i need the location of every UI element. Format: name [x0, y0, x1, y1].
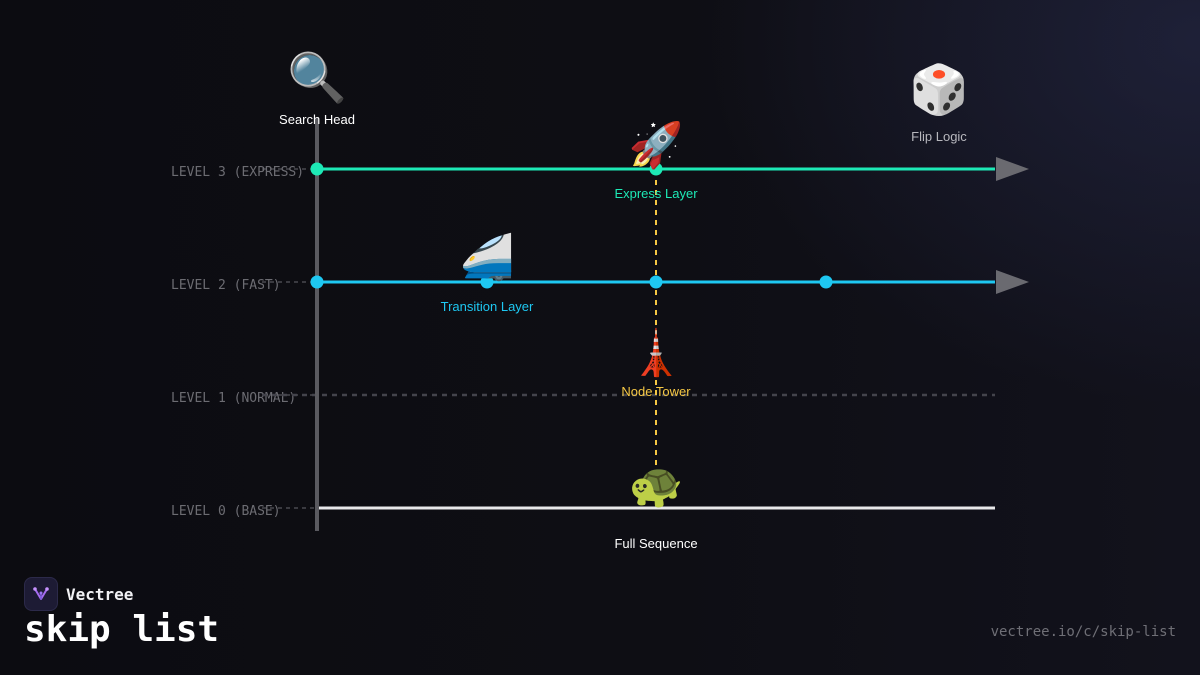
flip-logic: 🎲 Flip Logic [909, 62, 969, 144]
nodes-layer [310, 162, 833, 289]
level-3-label: LEVEL 3 (EXPRESS) [171, 165, 304, 180]
full-sequence-annotation: 🐢 Full Sequence [614, 460, 697, 551]
tower-icon: 🗼 [629, 326, 684, 379]
level-2-label: LEVEL 2 (FAST) [171, 278, 281, 293]
express-layer-label: Express Layer [614, 186, 698, 201]
transition-layer-annotation: 🚄 Transition Layer [441, 232, 534, 314]
level-1-label: LEVEL 1 (NORMAL) [171, 391, 296, 406]
level-3-node [310, 162, 324, 176]
level-2-arrow-icon [996, 270, 1029, 294]
node-tower-annotation: 🗼 Node Tower [621, 326, 691, 399]
flip-logic-label: Flip Logic [911, 129, 967, 144]
bullet-train-icon: 🚄 [460, 232, 515, 283]
level-2-node [480, 275, 494, 289]
express-layer-annotation: 🚀 Express Layer [614, 120, 698, 201]
dice-icon: 🎲 [909, 62, 969, 118]
page-title: skip list [24, 609, 220, 650]
magnifier-icon: 🔍 [287, 47, 347, 106]
node-tower-label: Node Tower [621, 384, 691, 399]
level-3-arrow-icon [996, 157, 1029, 181]
level-2-node [649, 275, 663, 289]
search-head-label: Search Head [279, 112, 355, 127]
level-0-label: LEVEL 0 (BASE) [171, 504, 281, 519]
transition-layer-label: Transition Layer [441, 299, 534, 314]
search-head: 🔍 Search Head [279, 47, 355, 127]
full-sequence-label: Full Sequence [614, 536, 697, 551]
brand[interactable]: Vectree [24, 577, 133, 611]
source-url[interactable]: vectree.io/c/skip-list [990, 624, 1176, 640]
level-2-node [819, 275, 833, 289]
level-3-node [649, 162, 663, 176]
vectree-logo-icon [24, 577, 58, 611]
brand-name: Vectree [66, 584, 134, 604]
rocket-icon: 🚀 [629, 120, 684, 171]
level-2-node [310, 275, 324, 289]
levels-layer: LEVEL 3 (EXPRESS) LEVEL 2 (FAST) LEVEL 1 (… [171, 157, 1029, 519]
turtle-icon: 🐢 [629, 460, 684, 511]
